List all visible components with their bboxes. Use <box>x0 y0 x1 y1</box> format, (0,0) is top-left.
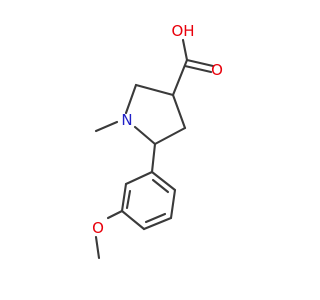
bond-ar3-ar4 <box>120 209 146 231</box>
bond-ether-o-methyl <box>94 235 101 260</box>
atom-label-layer: OH O N O <box>92 22 223 237</box>
bond-c3-carboxyl-c <box>171 58 189 97</box>
bond-aromatic-inner-c <box>151 178 170 194</box>
bond-aromatic-inner-b <box>144 212 167 224</box>
hydroxyl-oxygen-label: OH <box>171 22 194 40</box>
bond-carboxyl-c-oh <box>181 38 189 62</box>
bond-carboxyl-c-o-double-a <box>185 58 215 68</box>
bond-c2-n1 <box>124 83 138 115</box>
bond-ar2-ar3 <box>120 182 128 213</box>
bond-c4-c3 <box>171 93 187 130</box>
ether-oxygen-label: O <box>92 219 104 237</box>
bond-layer <box>94 38 215 260</box>
bond-ar3-ether-o <box>106 209 124 220</box>
bond-ar5-ar6 <box>169 188 177 220</box>
bond-n1-c5 <box>133 125 157 146</box>
bond-c5-aryl <box>150 142 157 174</box>
bond-carboxyl-c-o-double-b <box>183 64 213 74</box>
bond-ar6-ar1 <box>150 170 177 192</box>
bond-c3-c2 <box>134 83 175 97</box>
bond-n1-methyl <box>94 120 119 133</box>
bond-c5-c4 <box>153 126 187 146</box>
background <box>0 0 300 300</box>
ring-nitrogen-label: N <box>121 111 132 129</box>
bond-ar4-ar5 <box>142 216 173 231</box>
molecule-structure: OH O N O <box>0 0 300 300</box>
bond-aromatic-inner-a <box>125 189 132 210</box>
bond-ar1-ar2 <box>124 170 154 186</box>
carbonyl-oxygen-label: O <box>211 61 223 79</box>
